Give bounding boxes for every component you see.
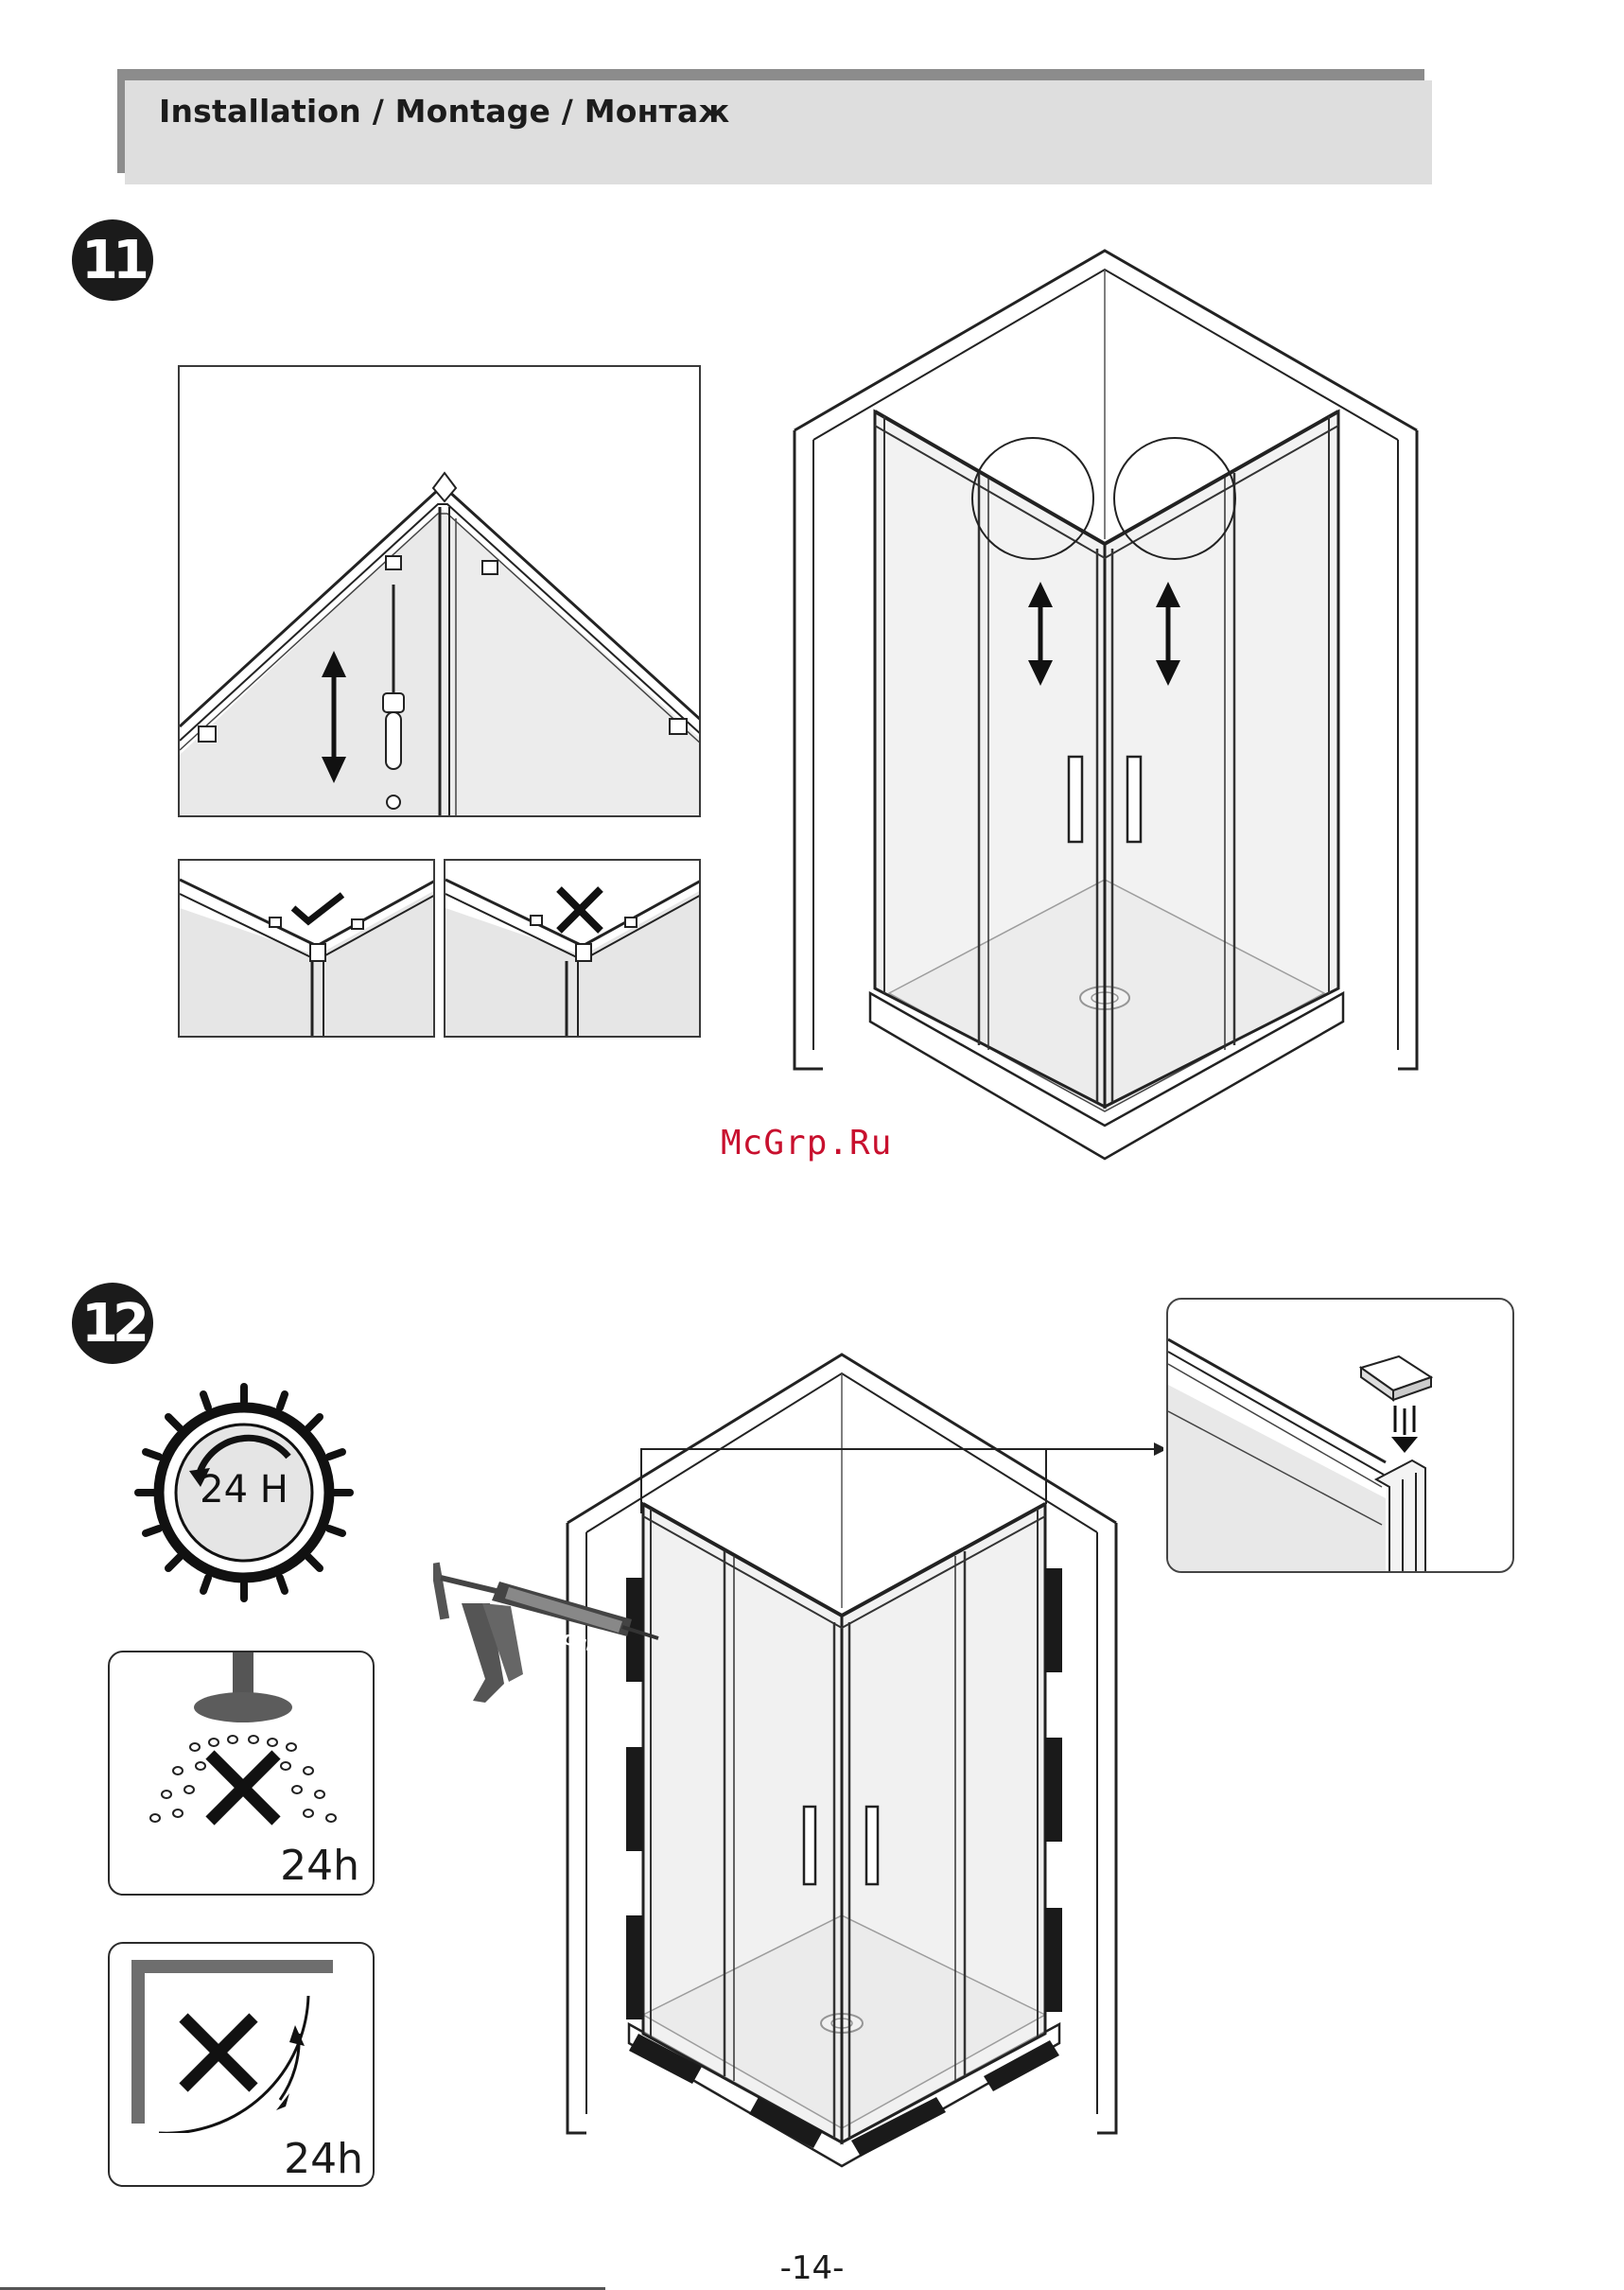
step-12-shower-enclosure-drawing <box>407 1348 1163 2180</box>
no-shower-duration-label: 24h <box>280 1842 359 1890</box>
wait-timer-panel: 24 H <box>132 1381 356 1604</box>
correct-alignment-drawing <box>180 861 435 1038</box>
correct-alignment-panel <box>178 859 435 1038</box>
page-number: -14- <box>0 2249 1624 2287</box>
step-11-detail-panel <box>178 365 701 817</box>
end-cap-detail-panel <box>1166 1298 1514 1573</box>
incorrect-alignment-panel <box>444 859 701 1038</box>
no-shower-24h-panel: 24h <box>108 1651 375 1896</box>
prohibited-cross-icon-2 <box>176 2010 261 2095</box>
page-title: Installation / Montage / Монтаж <box>159 93 729 130</box>
timer-label: 24 H <box>132 1468 356 1512</box>
step-11-shower-enclosure-drawing <box>785 246 1438 1173</box>
check-icon <box>289 889 346 927</box>
step-12-badge: 12 <box>72 1283 153 1364</box>
step-11-badge: 11 <box>72 219 153 301</box>
no-door-movement-24h-panel: 24h <box>108 1942 375 2187</box>
prohibited-cross-icon <box>202 1747 284 1828</box>
no-door-duration-label: 24h <box>284 2135 363 2183</box>
adjust-height-detail-drawing <box>180 367 701 817</box>
watermark: McGrp.Ru <box>721 1124 892 1162</box>
end-cap-detail-drawing <box>1168 1300 1514 1573</box>
cross-icon <box>553 883 606 936</box>
